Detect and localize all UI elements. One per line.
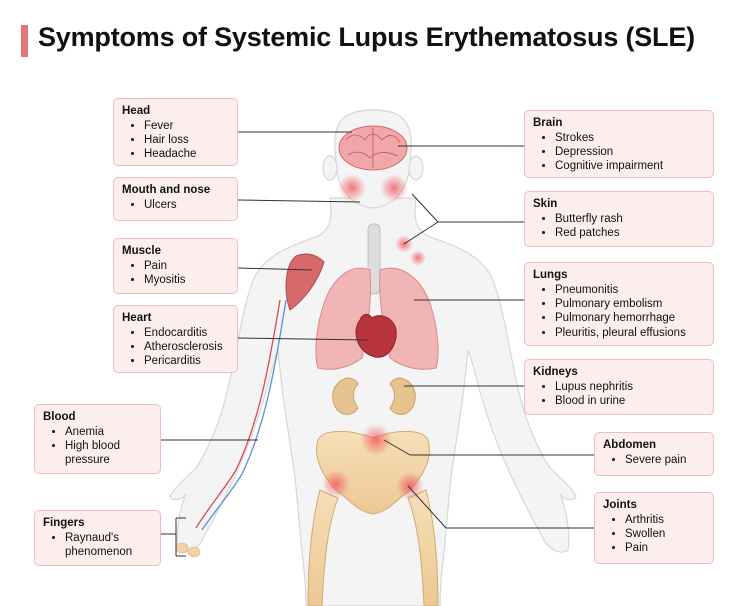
list-item: Severe pain — [625, 453, 705, 467]
list-item: High blood pressure — [65, 439, 139, 467]
list-item: Pain — [144, 259, 229, 273]
blood-box: Blood Anemia High blood pressure — [34, 404, 161, 474]
arm-vein — [201, 299, 287, 531]
trachea — [367, 223, 381, 295]
list-item: Ulcers — [144, 198, 229, 212]
heart — [355, 313, 397, 358]
inflammation-glows — [322, 174, 426, 500]
box-heading: Muscle — [122, 245, 161, 257]
box-heading: Joints — [603, 499, 637, 511]
list-item: Pulmonary hemorrhage — [555, 311, 705, 325]
box-heading: Lungs — [533, 269, 568, 281]
list-item: Cognitive impairment — [555, 159, 705, 173]
list-item: Raynaud's phenomenon — [65, 531, 145, 559]
muscle-box: Muscle Pain Myositis — [113, 238, 238, 294]
leader-lines — [161, 131, 594, 557]
symptom-list: Fever Hair loss Headache — [122, 119, 229, 162]
lungs-box: Lungs Pneumonitis Pulmonary embolism Pul… — [524, 262, 714, 346]
box-heading: Brain — [533, 117, 563, 129]
list-item: Blood in urine — [555, 394, 705, 408]
list-item: Lupus nephritis — [555, 380, 705, 394]
mouth-nose-box: Mouth and nose Ulcers — [113, 177, 238, 221]
symptom-list: Pneumonitis Pulmonary embolism Pulmonary… — [533, 283, 705, 340]
box-heading: Kidneys — [533, 366, 578, 378]
list-item: Hair loss — [144, 133, 229, 147]
left-kidney — [332, 377, 359, 415]
symptom-list: Ulcers — [122, 198, 229, 212]
list-item: Pulmonary embolism — [555, 297, 705, 311]
list-item: Depression — [555, 145, 705, 159]
box-heading: Abdomen — [603, 439, 657, 451]
abdomen-box: Abdomen Severe pain — [594, 432, 714, 476]
box-heading: Skin — [533, 198, 558, 210]
symptom-list: Pain Myositis — [122, 259, 229, 287]
arm-artery — [195, 299, 281, 529]
box-heading: Mouth and nose — [122, 184, 211, 196]
symptom-list: Raynaud's phenomenon — [43, 531, 152, 559]
shoulder-muscle — [285, 253, 325, 311]
list-item: Strokes — [555, 131, 705, 145]
kidneys-box: Kidneys Lupus nephritis Blood in urine — [524, 359, 714, 415]
page-title: Symptoms of Systemic Lupus Erythematosus… — [38, 22, 695, 52]
right-kidney — [389, 377, 416, 415]
list-item: Red patches — [555, 226, 705, 240]
joints-box: Joints Arthritis Swollen Pain — [594, 492, 714, 564]
symptom-list: Lupus nephritis Blood in urine — [533, 380, 705, 408]
box-heading: Heart — [122, 312, 152, 324]
right-femur — [407, 489, 439, 606]
list-item: Anemia — [65, 425, 152, 439]
skin-box: Skin Butterfly rash Red patches — [524, 191, 714, 247]
heart-box: Heart Endocarditis Atherosclerosis Peric… — [113, 305, 238, 373]
list-item: Pneumonitis — [555, 283, 705, 297]
list-item: Pain — [625, 541, 705, 555]
symptom-list: Butterfly rash Red patches — [533, 212, 705, 240]
list-item: Myositis — [144, 273, 229, 287]
fingers-box: Fingers Raynaud's phenomenon — [34, 510, 161, 566]
box-heading: Blood — [43, 411, 76, 423]
symptom-list: Endocarditis Atherosclerosis Pericarditi… — [122, 326, 229, 369]
brain — [338, 125, 408, 171]
symptom-list: Arthritis Swollen Pain — [603, 513, 705, 556]
left-femur — [307, 489, 339, 606]
list-item: Endocarditis — [144, 326, 229, 340]
list-item: Fever — [144, 119, 229, 133]
list-item: Arthritis — [625, 513, 705, 527]
symptom-list: Strokes Depression Cognitive impairment — [533, 131, 705, 174]
list-item: Pleuritis, pleural effusions — [555, 326, 705, 340]
list-item: Atherosclerosis — [144, 340, 229, 354]
list-item: Pericarditis — [144, 354, 229, 368]
list-item: Swollen — [625, 527, 705, 541]
box-heading: Fingers — [43, 517, 85, 529]
symptom-list: Severe pain — [603, 453, 705, 467]
symptom-list: Anemia High blood pressure — [43, 425, 152, 468]
head-box: Head Fever Hair loss Headache — [113, 98, 238, 166]
fingertips — [175, 542, 201, 558]
brain-box: Brain Strokes Depression Cognitive impai… — [524, 110, 714, 178]
list-item: Butterfly rash — [555, 212, 705, 226]
box-heading: Head — [122, 105, 151, 117]
title-accent-bar — [21, 25, 28, 57]
list-item: Headache — [144, 147, 229, 161]
